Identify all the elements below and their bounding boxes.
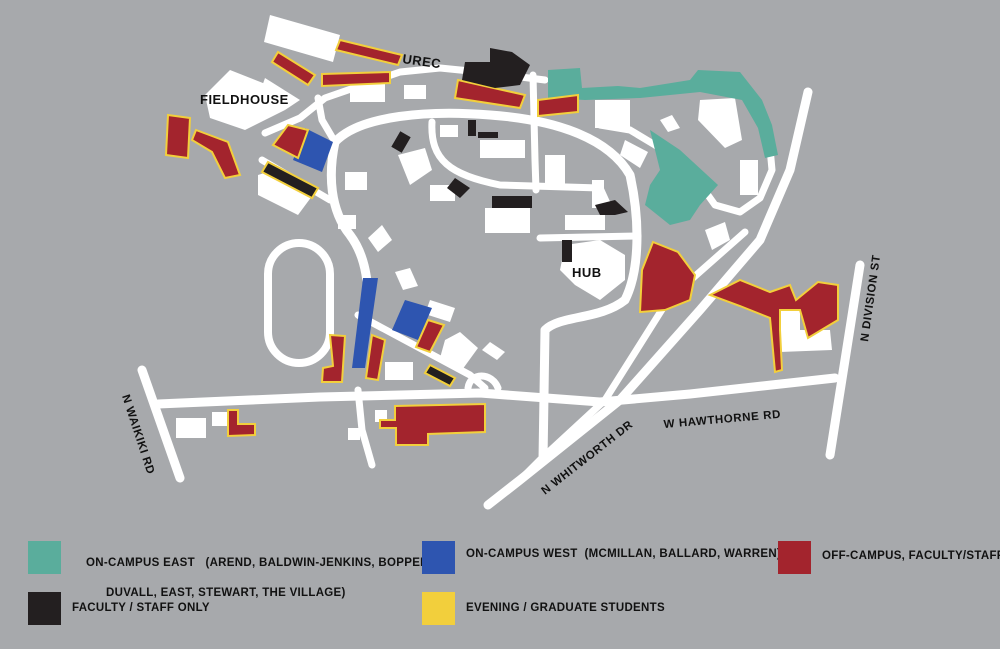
building <box>264 15 340 62</box>
building <box>348 428 360 440</box>
legend-east-line2: DUVALL, EAST, STEWART, THE VILLAGE) <box>106 587 346 599</box>
lot-faculty <box>595 200 628 215</box>
legend-item-off-campus: OFF-CAMPUS, FACULTY/STAFF <box>778 541 1000 574</box>
building <box>425 300 455 322</box>
building <box>395 268 418 290</box>
building <box>368 225 392 252</box>
label-hub: HUB <box>572 265 602 280</box>
lot-off-campus <box>453 78 527 110</box>
yellow-square-icon <box>422 592 455 625</box>
campus-buildings <box>176 15 832 440</box>
running-track <box>264 239 334 367</box>
building <box>482 342 505 360</box>
lot-west <box>392 300 432 340</box>
lots-on-campus-west <box>293 128 432 368</box>
building <box>338 215 356 229</box>
lot-faculty <box>462 48 530 88</box>
legend-item-evening-graduate: EVENING / GRADUATE STUDENTS <box>422 592 665 625</box>
building <box>440 332 478 370</box>
legend-text-west: ON-CAMPUS WEST (MCMILLAN, BALLARD, WARRE… <box>466 548 782 560</box>
legend-text-evening: EVENING / GRADUATE STUDENTS <box>466 602 665 614</box>
lot-west <box>352 278 378 368</box>
lots-evening-graduate <box>260 160 457 388</box>
lot-off-campus <box>379 402 486 446</box>
lot-off-campus <box>270 50 317 87</box>
lot-faculty <box>562 240 572 262</box>
lot-off-campus <box>190 128 242 180</box>
lot-off-campus <box>227 409 256 438</box>
building <box>660 115 680 132</box>
road-east-curve <box>596 121 776 216</box>
lot-off-campus <box>537 93 579 118</box>
road-south-vertical <box>354 386 376 469</box>
building <box>440 125 458 137</box>
road-inner-horizontal <box>536 232 642 242</box>
lot-east <box>548 68 778 158</box>
lot-off-campus <box>164 113 192 160</box>
legend-east-line1: ON-CAMPUS EAST (AREND, BALDWIN-JENKINS, … <box>85 557 439 569</box>
road-inner-vertical <box>529 71 540 194</box>
building <box>212 412 228 426</box>
legend-text-east: ON-CAMPUS EAST (AREND, BALDWIN-JENKINS, … <box>72 541 438 631</box>
lot-faculty <box>478 132 498 138</box>
lot-off-campus <box>638 240 697 314</box>
building <box>545 155 565 185</box>
legend-item-on-campus-east: ON-CAMPUS EAST (AREND, BALDWIN-JENKINS, … <box>28 541 438 631</box>
building <box>565 215 605 230</box>
legend-item-faculty-staff: FACULTY / STAFF ONLY <box>28 592 210 625</box>
lot-off-campus <box>707 278 839 374</box>
hub-building <box>560 240 625 300</box>
road-south-campus <box>354 311 489 392</box>
building <box>595 100 630 128</box>
lot-evening <box>260 160 320 200</box>
building <box>176 418 206 438</box>
blue-square-icon <box>422 541 455 574</box>
road-south-curve <box>464 372 502 392</box>
legend-text-off: OFF-CAMPUS, FACULTY/STAFF <box>822 550 1000 562</box>
lot-off-campus <box>271 123 310 160</box>
road-waikiki <box>137 365 185 483</box>
lot-faculty <box>447 178 470 198</box>
road-north-spur <box>314 94 339 146</box>
lot-off-campus <box>364 333 387 382</box>
street-label-hawthorne: W HAWTHORNE RD <box>663 409 781 431</box>
lot-off-campus <box>334 38 404 67</box>
road-campus-loop <box>330 108 642 465</box>
building <box>592 180 604 208</box>
red-square-icon <box>778 541 811 574</box>
teal-square-icon <box>28 541 61 574</box>
lot-faculty <box>468 120 476 136</box>
road-inner <box>428 118 614 214</box>
building <box>480 140 525 158</box>
lot-east <box>645 130 718 225</box>
road-division <box>825 260 865 460</box>
black-square-icon <box>28 592 61 625</box>
lots-faculty-staff <box>391 48 628 262</box>
building <box>385 362 413 380</box>
lot-faculty <box>391 131 411 153</box>
building <box>485 208 530 233</box>
building <box>258 168 318 215</box>
building <box>398 148 432 185</box>
lot-faculty <box>492 196 532 208</box>
lot-off-campus <box>321 70 391 88</box>
building <box>620 140 648 168</box>
legend-text-faculty: FACULTY / STAFF ONLY <box>72 602 210 614</box>
building <box>260 78 300 110</box>
lot-off-campus <box>414 318 446 354</box>
building <box>698 98 742 148</box>
building <box>404 85 426 99</box>
building <box>740 160 758 195</box>
lot-off-campus <box>320 333 347 383</box>
label-urec: UREC <box>402 51 443 71</box>
building <box>350 80 385 102</box>
legend-item-on-campus-west: ON-CAMPUS WEST (MCMILLAN, BALLARD, WARRE… <box>422 541 781 574</box>
label-fieldhouse: FIELDHOUSE <box>200 92 289 107</box>
lot-evening <box>423 363 457 388</box>
lots-off-campus <box>164 38 839 446</box>
building <box>705 222 730 250</box>
building <box>345 172 367 190</box>
lots-on-campus-east <box>548 68 778 225</box>
